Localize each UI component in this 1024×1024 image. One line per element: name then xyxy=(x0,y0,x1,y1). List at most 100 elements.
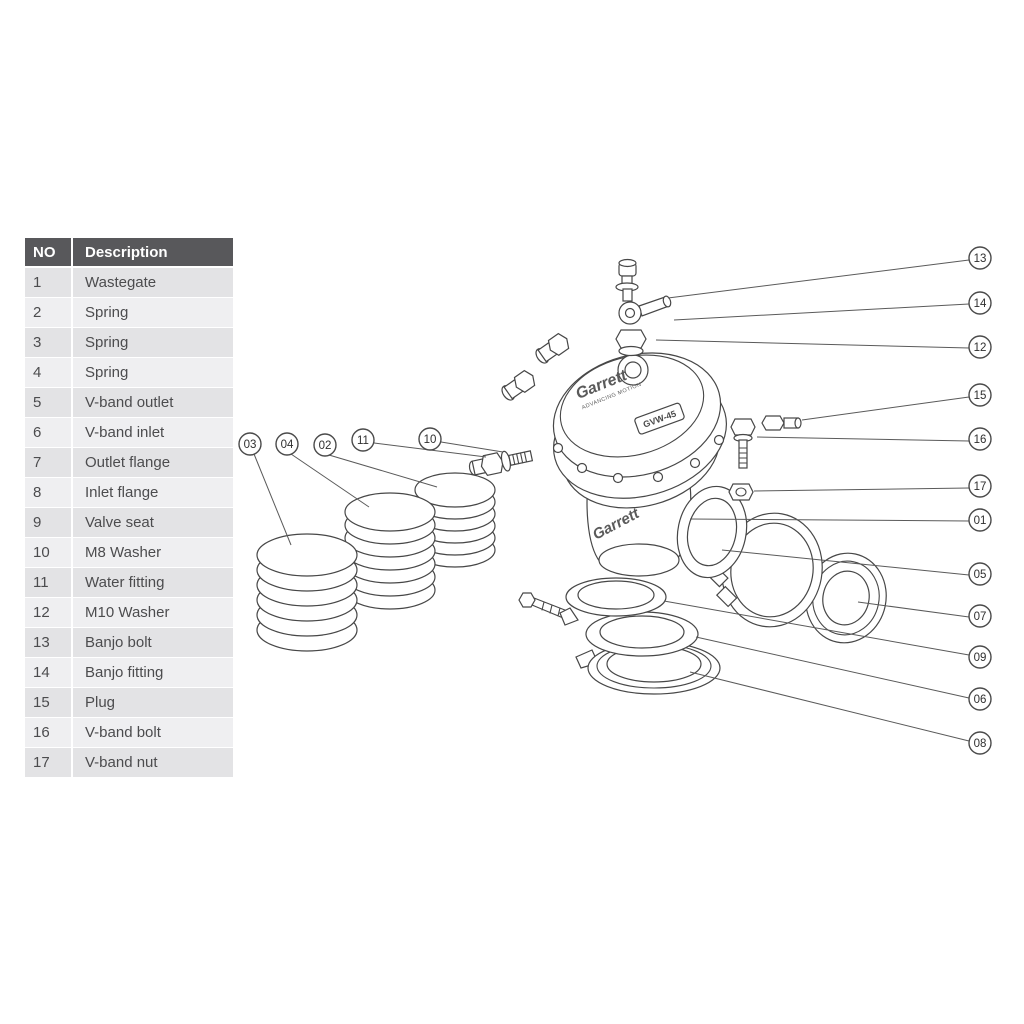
callout-label: 05 xyxy=(974,569,987,581)
vband-inlet-drawing xyxy=(518,592,699,657)
part-number: 9 xyxy=(25,507,73,538)
callout-circle xyxy=(968,246,992,270)
callout-03: 03 xyxy=(238,432,292,546)
callout-label: 07 xyxy=(974,611,987,623)
actuator-body-drawing: Garrett ADVANCING MOTION GVW-45 xyxy=(552,352,728,509)
vband-clamp-drawing xyxy=(707,512,823,628)
callout-circle xyxy=(418,427,442,451)
part-description: Valve seat xyxy=(72,507,233,538)
threads xyxy=(512,451,528,465)
leader-line xyxy=(655,339,970,349)
part-description: Water fitting xyxy=(72,567,233,598)
port-hex xyxy=(513,369,536,393)
part-number: 12 xyxy=(25,597,73,628)
plug-drawing xyxy=(761,415,802,431)
dome-outer xyxy=(552,352,722,478)
vband-outlet-drawing xyxy=(676,485,748,579)
threads xyxy=(738,447,748,464)
callout-13: 13 xyxy=(667,246,992,299)
leader-line xyxy=(753,487,970,492)
valve-seat-drawing xyxy=(565,577,667,617)
callout-label: 17 xyxy=(974,481,987,493)
callout-circle xyxy=(968,335,992,359)
callout-label: 11 xyxy=(357,435,369,447)
housing-base xyxy=(598,543,680,577)
bolt-shaft xyxy=(738,439,748,469)
part-description: Wastegate xyxy=(72,267,233,298)
leader-line xyxy=(673,303,970,321)
hex-nut xyxy=(615,329,647,349)
part-description: V-band outlet xyxy=(72,387,233,418)
callout-circle xyxy=(968,383,992,407)
callout-05: 05 xyxy=(721,549,992,586)
flange-bolt xyxy=(652,471,664,483)
callout-label: 01 xyxy=(974,515,987,527)
callout-label: 13 xyxy=(974,253,987,265)
callout-label: 06 xyxy=(974,694,987,706)
callout-label: 09 xyxy=(974,652,987,664)
nut-bore xyxy=(735,487,747,497)
nut-hex xyxy=(728,483,754,501)
clamp-bolt-shaft xyxy=(531,597,571,621)
callout-circle xyxy=(968,427,992,451)
callout-15: 15 xyxy=(801,383,992,421)
model-plate: GVW-45 xyxy=(634,402,685,435)
leader-line xyxy=(801,396,970,421)
part-number: 4 xyxy=(25,357,73,388)
callout-label: 08 xyxy=(974,738,987,750)
callout-10: 10 xyxy=(418,427,504,453)
fitting-hex xyxy=(480,452,504,476)
leader-line xyxy=(689,518,970,522)
callout-11: 11 xyxy=(351,428,487,458)
part-number: 7 xyxy=(25,447,73,478)
leader-line xyxy=(667,259,970,299)
callout-label: 02 xyxy=(319,440,332,452)
callout-label: 10 xyxy=(424,434,437,446)
part-number: 11 xyxy=(25,567,73,598)
part-number: 16 xyxy=(25,717,73,748)
leader-line xyxy=(857,601,970,618)
callout-label: 15 xyxy=(974,390,987,402)
ring-inner xyxy=(822,570,870,626)
outlet-flange-drawing xyxy=(805,552,887,644)
flange-bolt xyxy=(713,434,725,446)
flange-bolt xyxy=(689,457,701,469)
bolt-shaft xyxy=(622,288,633,302)
callout-label: 04 xyxy=(281,439,294,451)
fitting-bore xyxy=(624,307,636,319)
flange-bolt xyxy=(552,442,564,454)
part-description: Outlet flange xyxy=(72,447,233,478)
part-description: Banjo fitting xyxy=(72,657,233,688)
ring-inner xyxy=(599,615,685,649)
leader-line xyxy=(721,549,970,576)
callout-01: 01 xyxy=(689,508,992,532)
clamp-lug xyxy=(715,585,738,608)
part-number: 1 xyxy=(25,267,73,298)
fitting-tube-end xyxy=(662,295,672,308)
callout-label: 14 xyxy=(974,298,987,310)
part-number: 14 xyxy=(25,657,73,688)
callout-12: 12 xyxy=(655,335,992,359)
callout-09: 09 xyxy=(663,600,992,669)
leader-line xyxy=(663,600,970,656)
leader-line xyxy=(328,454,438,488)
callout-label: 03 xyxy=(244,439,257,451)
callout-circle xyxy=(238,432,262,456)
callout-circle xyxy=(275,432,299,456)
leader-line xyxy=(440,441,504,453)
callout-label: 12 xyxy=(974,342,987,354)
part-description: M10 Washer xyxy=(72,597,233,628)
vband-bolt-drawing xyxy=(730,418,756,469)
callout-label: 16 xyxy=(974,434,987,446)
port-fitting-lower-drawing xyxy=(501,369,536,401)
